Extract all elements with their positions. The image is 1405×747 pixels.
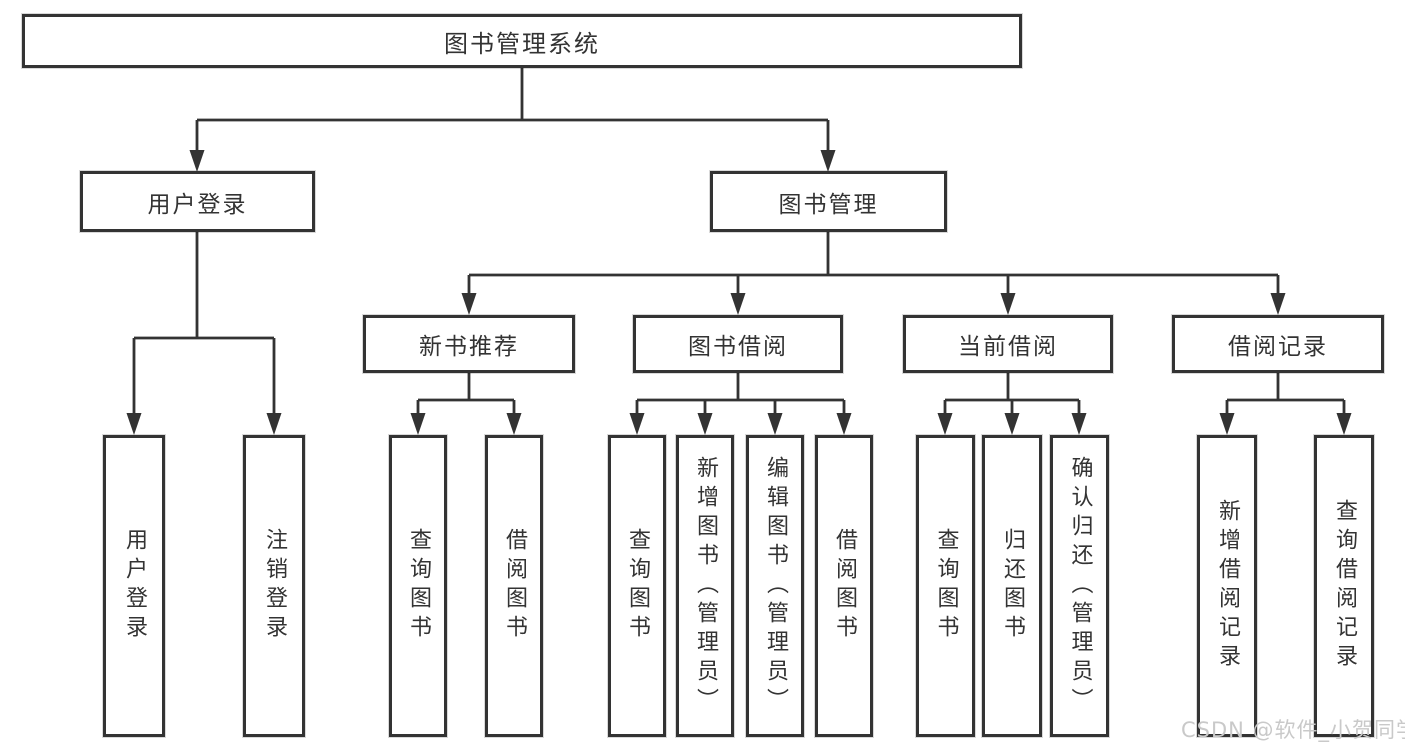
leaf-return-books: 归还图书 — [982, 435, 1042, 737]
leaf-user-login: 用户登录 — [103, 435, 165, 737]
watermark: CSDN @软件_小贺同学 — [1181, 718, 1405, 742]
leaf-query-borrow-record: 查询借阅记录 — [1314, 435, 1374, 737]
leaf-query-books-borrowing: 查询图书 — [608, 435, 666, 737]
connector-book-borrow-to-children — [629, 373, 852, 435]
leaf-confirm-return-admin: 确认归还（管理员） — [1050, 435, 1109, 737]
node-book-management: 图书管理 — [710, 171, 947, 232]
leaf-borrow-books: 借阅图书 — [815, 435, 873, 737]
leaf-edit-books-admin: 编辑图书（管理员） — [746, 435, 804, 737]
leaf-logout: 注销登录 — [243, 435, 305, 737]
leaf-borrow-books-recommendation: 借阅图书 — [485, 435, 543, 737]
node-user-login: 用户登录 — [80, 171, 315, 232]
node-current-borrowing: 当前借阅 — [903, 315, 1113, 373]
node-new-book-recommendation: 新书推荐 — [363, 315, 575, 373]
node-library-management-system: 图书管理系统 — [22, 14, 1022, 68]
leaf-add-borrow-record: 新增借阅记录 — [1197, 435, 1257, 737]
connector-current-borrow-to-children — [937, 373, 1087, 435]
connector-book-mgmt-to-level3 — [461, 232, 1286, 315]
leaf-query-books-current: 查询图书 — [916, 435, 975, 737]
connector-user-login-to-children — [126, 232, 282, 435]
node-book-borrowing: 图书借阅 — [633, 315, 843, 373]
connector-new-book-rec-to-children — [410, 373, 522, 435]
connector-borrow-record-to-children — [1219, 373, 1352, 435]
leaf-query-books-recommendation: 查询图书 — [389, 435, 447, 737]
connector-root-to-level2 — [189, 68, 836, 172]
node-borrowing-records: 借阅记录 — [1172, 315, 1384, 373]
leaf-add-books-admin: 新增图书（管理员） — [676, 435, 734, 737]
